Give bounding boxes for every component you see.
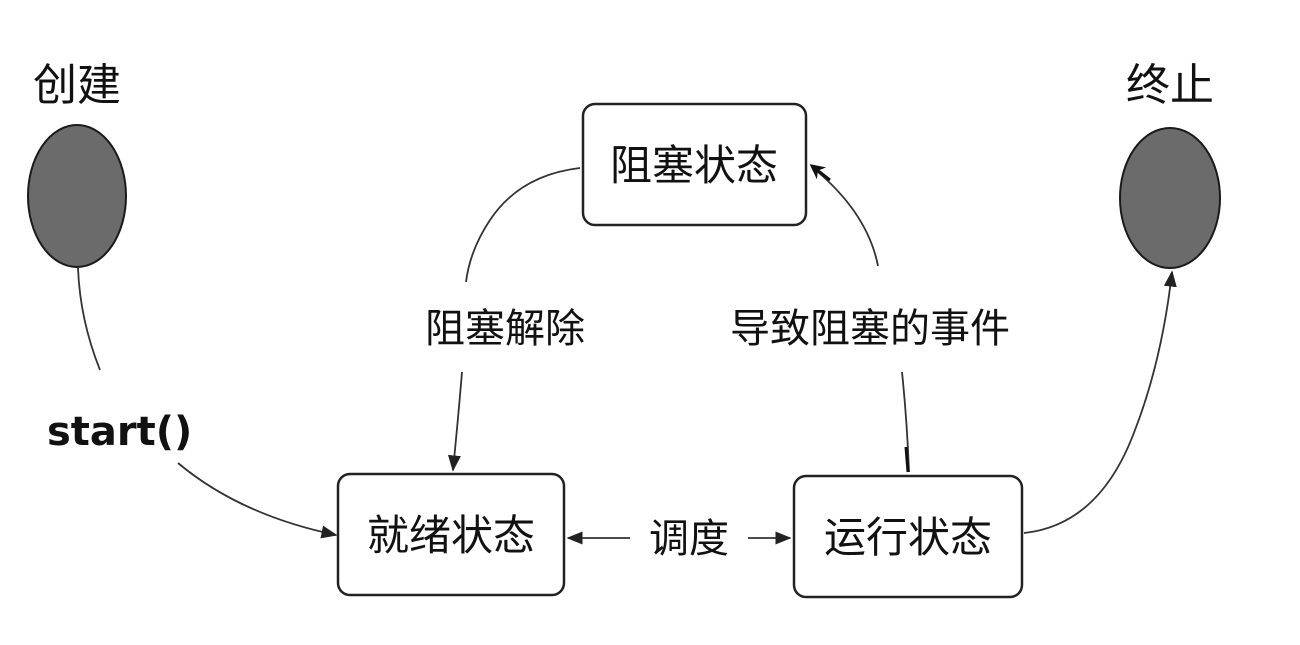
block-event-edge-tick	[904, 446, 910, 473]
blocked-state: 阻塞状态	[581, 102, 808, 227]
terminate-edge	[1023, 270, 1177, 534]
block-event-edge-label: 导致阻塞的事件	[730, 306, 1010, 352]
block-event-arrow	[809, 164, 831, 182]
unblock-edge-lower	[448, 371, 463, 472]
start-edge-label: start()	[47, 409, 192, 455]
running-state-label: 运行状态	[824, 513, 992, 562]
schedule-edge-label: 调度	[649, 516, 729, 562]
ready-state-label: 就绪状态	[367, 511, 535, 560]
running-state: 运行状态	[792, 474, 1024, 599]
start-edge-upper	[77, 267, 101, 371]
unblock-edge-label: 阻塞解除	[425, 306, 585, 352]
start-edge-lower	[177, 462, 338, 539]
terminate-node	[1119, 127, 1221, 269]
ready-state: 就绪状态	[336, 472, 566, 597]
create-label: 创建	[33, 60, 121, 111]
block-event-edge-upper	[817, 171, 879, 267]
terminate-label: 终止	[1126, 60, 1214, 111]
unblock-edge-upper	[465, 167, 581, 283]
blocked-state-label: 阻塞状态	[610, 141, 778, 190]
create-node	[27, 124, 127, 268]
